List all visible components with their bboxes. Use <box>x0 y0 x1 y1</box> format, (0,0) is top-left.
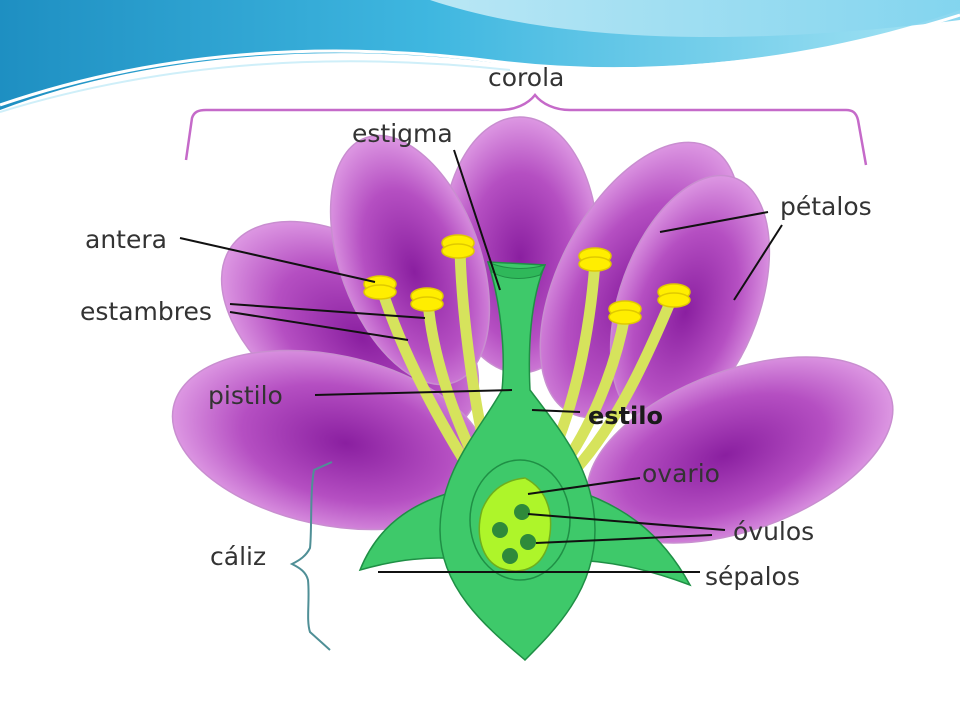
anther-1 <box>363 275 397 300</box>
label-estigma: estigma <box>352 119 453 148</box>
label-pistilo: pistilo <box>208 381 283 410</box>
label-corola: corola <box>488 63 564 92</box>
petals <box>171 116 894 544</box>
petal-left-upper <box>329 134 491 386</box>
anther-5 <box>608 300 642 325</box>
label-sepalos: sépalos <box>705 562 800 591</box>
label-caliz: cáliz <box>210 542 266 571</box>
label-ovario: ovario <box>642 459 720 488</box>
anthers <box>363 234 691 325</box>
anther-6 <box>657 283 691 308</box>
label-antera: antera <box>85 225 167 254</box>
label-estambres: estambres <box>80 297 212 326</box>
stigma <box>487 261 546 279</box>
label-estilo: estilo <box>588 402 663 430</box>
ovules <box>492 504 536 564</box>
header-wave <box>0 0 960 113</box>
corola-brace <box>184 92 868 166</box>
caliz-brace <box>289 461 333 651</box>
leader-lines <box>179 149 783 573</box>
anther-3 <box>441 234 475 259</box>
labels: corola estigma antera estambres pistilo … <box>80 63 872 591</box>
label-ovulos: óvulos <box>733 517 814 546</box>
sepal-right <box>564 489 692 587</box>
label-petalos: pétalos <box>780 192 872 221</box>
anther-4 <box>578 247 612 272</box>
anther-2 <box>410 287 444 312</box>
